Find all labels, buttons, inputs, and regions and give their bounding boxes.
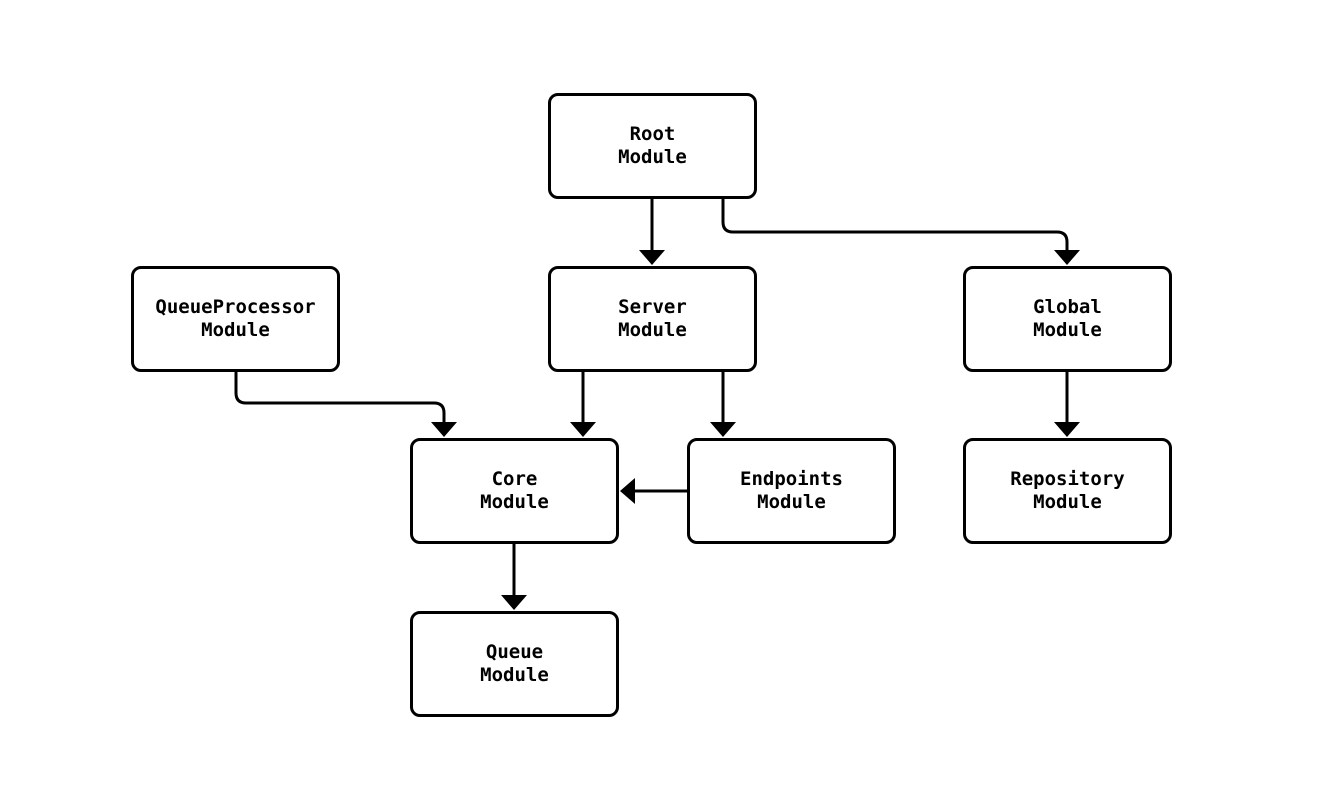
edge-root-to-server	[639, 199, 665, 265]
node-root-module-label: Root Module	[618, 123, 687, 168]
node-core-module-label: Core Module	[480, 468, 549, 513]
edge-server-to-endpoints	[710, 372, 736, 437]
node-server-module: Server Module	[548, 266, 757, 372]
node-core-module: Core Module	[410, 438, 619, 544]
edge-queueprocessor-to-core	[234, 372, 457, 437]
node-server-module-label: Server Module	[618, 296, 687, 341]
node-global-module: Global Module	[963, 266, 1172, 372]
node-queueprocessor-module-label: QueueProcessor Module	[155, 296, 316, 341]
edge-core-to-queue	[501, 544, 527, 610]
node-endpoints-module: Endpoints Module	[687, 438, 896, 544]
node-queue-module-label: Queue Module	[480, 641, 549, 686]
node-repository-module-label: Repository Module	[1010, 468, 1125, 513]
node-queueprocessor-module: QueueProcessor Module	[131, 266, 340, 372]
edge-server-to-core	[570, 372, 596, 437]
node-root-module: Root Module	[548, 93, 757, 199]
node-queue-module: Queue Module	[410, 611, 619, 717]
edge-endpoints-to-core	[620, 478, 687, 504]
node-repository-module: Repository Module	[963, 438, 1172, 544]
node-global-module-label: Global Module	[1033, 296, 1102, 341]
edge-global-to-repository	[1054, 372, 1080, 437]
edge-root-to-global	[721, 199, 1080, 265]
node-endpoints-module-label: Endpoints Module	[740, 468, 843, 513]
